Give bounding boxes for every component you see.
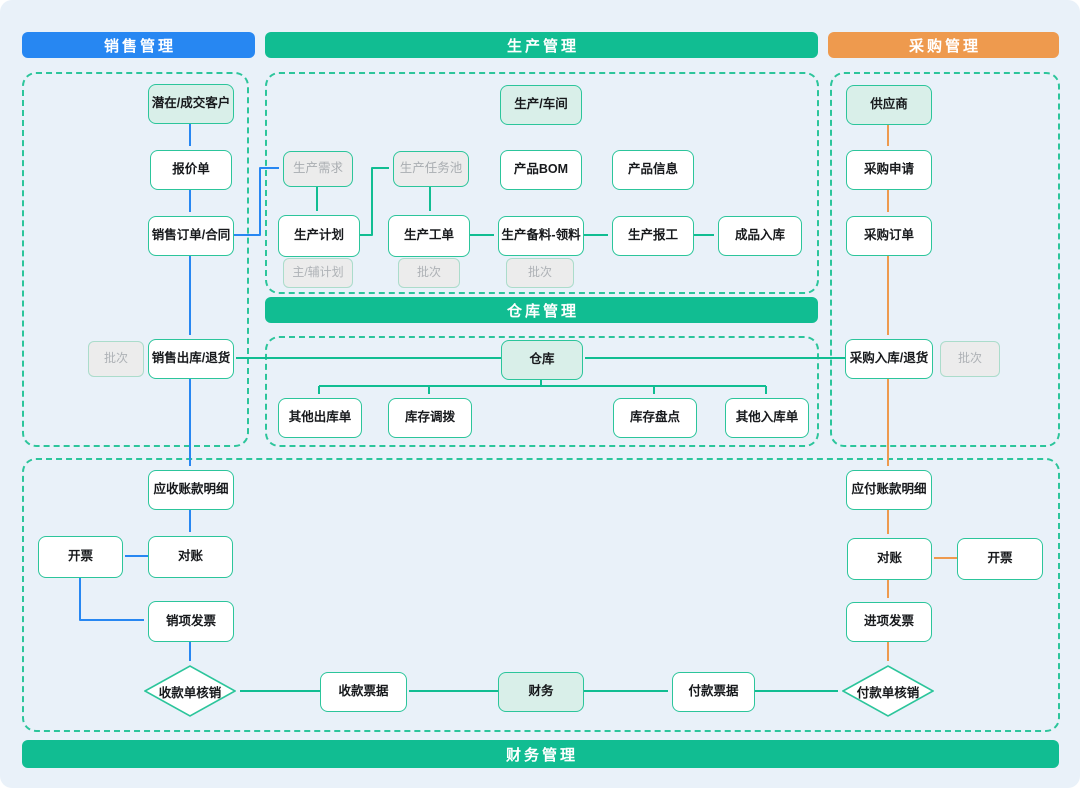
node-other-inbound[interactable]: 其他入库单 — [725, 398, 809, 438]
node-receipt-writeoff[interactable]: 收款单核销 — [144, 665, 236, 717]
node-product-bom[interactable]: 产品BOM — [500, 150, 582, 190]
diamond-shape — [842, 665, 934, 717]
node-supplier[interactable]: 供应商 — [846, 85, 932, 125]
tag-work-order-batch[interactable]: 批次 — [398, 258, 460, 288]
node-purchase-order[interactable]: 采购订单 — [846, 216, 932, 256]
node-prod-work-order[interactable]: 生产工单 — [388, 215, 470, 257]
node-input-invoice[interactable]: 进项发票 — [846, 602, 932, 642]
node-prod-material[interactable]: 生产备料-领料 — [498, 216, 584, 256]
node-prod-plan[interactable]: 生产计划 — [278, 215, 360, 257]
node-purchase-inbound[interactable]: 采购入库/退货 — [845, 339, 933, 379]
node-quotation[interactable]: 报价单 — [150, 150, 232, 190]
zone-finance — [22, 458, 1060, 732]
node-product-info[interactable]: 产品信息 — [612, 150, 694, 190]
diamond-label: 付款单核销 — [856, 685, 920, 700]
zone-purchase — [830, 72, 1060, 447]
diamond-shape — [144, 665, 236, 717]
node-finance-hub[interactable]: 财务 — [498, 672, 584, 712]
node-payable-detail[interactable]: 应付账款明细 — [846, 470, 932, 510]
tag-material-batch[interactable]: 批次 — [506, 258, 574, 288]
node-receipt-bill[interactable]: 收款票据 — [320, 672, 407, 712]
node-reconcile-right[interactable]: 对账 — [847, 538, 932, 580]
node-prod-report[interactable]: 生产报工 — [612, 216, 694, 256]
node-finished-inbound[interactable]: 成品入库 — [718, 216, 802, 256]
header-warehouse-management: 仓库管理 — [265, 297, 818, 323]
zone-warehouse — [265, 336, 819, 447]
tag-main-aux-plan[interactable]: 主/辅计划 — [283, 258, 353, 288]
node-payment-writeoff[interactable]: 付款单核销 — [842, 665, 934, 717]
node-invoice-right[interactable]: 开票 — [957, 538, 1043, 580]
node-stock-transfer[interactable]: 库存调拨 — [388, 398, 472, 438]
node-workshop[interactable]: 生产/车间 — [500, 85, 582, 125]
tag-sales-batch[interactable]: 批次 — [88, 341, 144, 377]
diamond-label: 收款单核销 — [158, 685, 222, 700]
node-stock-check[interactable]: 库存盘点 — [613, 398, 697, 438]
node-reconcile-left[interactable]: 对账 — [148, 536, 233, 578]
node-invoice-left[interactable]: 开票 — [38, 536, 123, 578]
node-customer[interactable]: 潜在/成交客户 — [148, 84, 234, 124]
header-finance-management: 财务管理 — [22, 740, 1059, 768]
node-warehouse-hub[interactable]: 仓库 — [501, 340, 583, 380]
node-prod-demand[interactable]: 生产需求 — [283, 151, 353, 187]
header-production-management: 生产管理 — [265, 32, 818, 58]
header-sales-management: 销售管理 — [22, 32, 255, 58]
header-purchase-management: 采购管理 — [828, 32, 1059, 58]
node-receivable-detail[interactable]: 应收账款明细 — [148, 470, 234, 510]
tag-purchase-batch[interactable]: 批次 — [940, 341, 1000, 377]
node-purchase-request[interactable]: 采购申请 — [846, 150, 932, 190]
node-payment-bill[interactable]: 付款票据 — [672, 672, 755, 712]
node-other-outbound[interactable]: 其他出库单 — [278, 398, 362, 438]
node-sales-outbound[interactable]: 销售出库/退货 — [148, 339, 234, 379]
node-sales-invoice[interactable]: 销项发票 — [148, 601, 234, 642]
zone-sales — [22, 72, 249, 447]
node-sales-order[interactable]: 销售订单/合同 — [148, 216, 234, 256]
node-prod-task-pool[interactable]: 生产任务池 — [393, 151, 469, 187]
